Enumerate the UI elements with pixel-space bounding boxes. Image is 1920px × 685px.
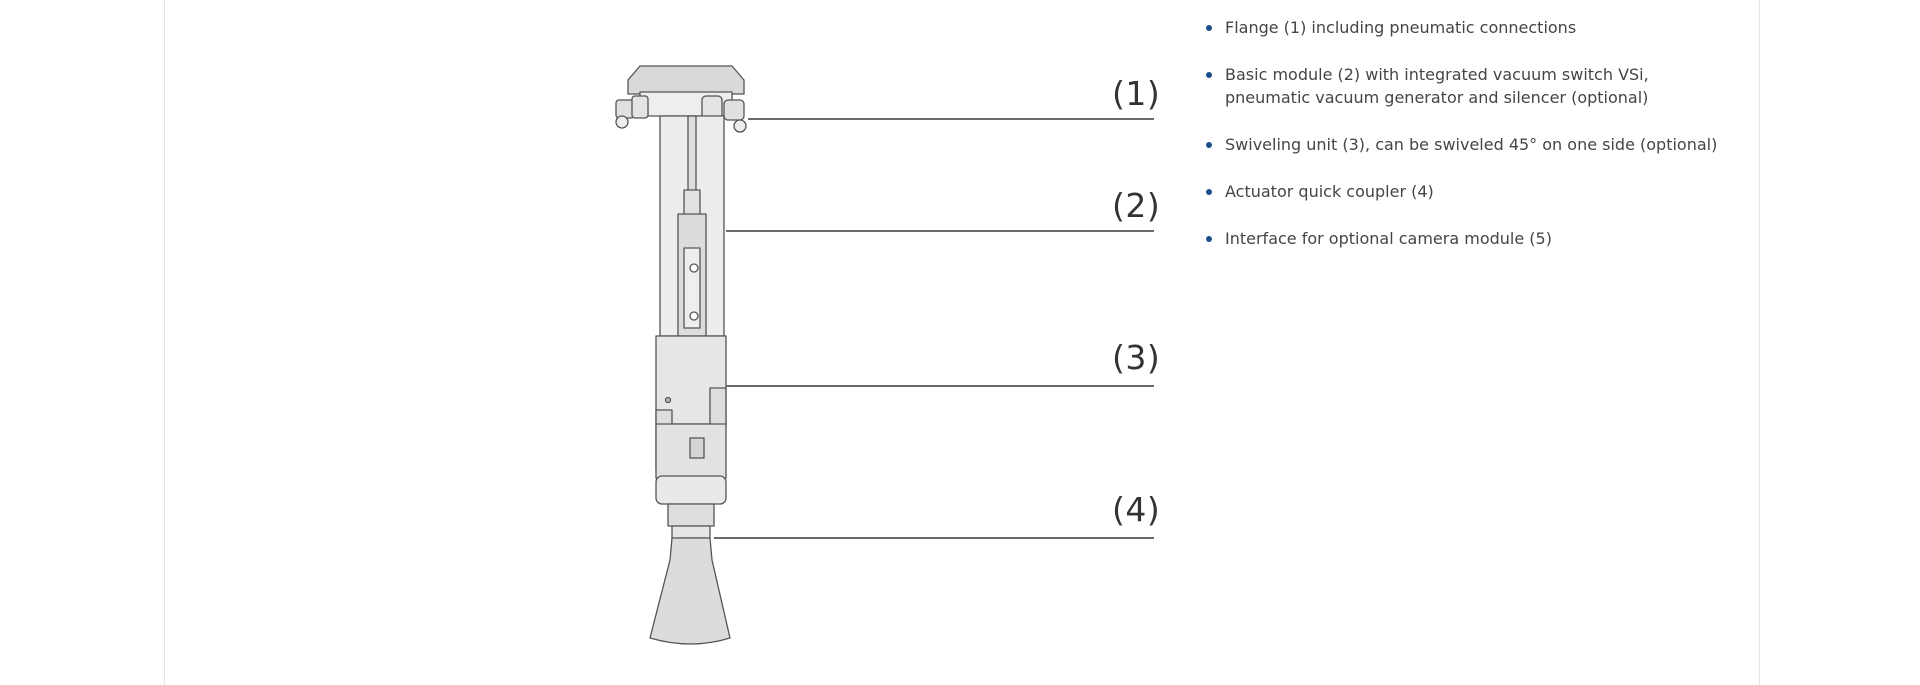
fitting-left-2 bbox=[631, 95, 649, 119]
list-item-text: Interface for optional camera module (5) bbox=[1225, 229, 1552, 248]
content-frame bbox=[164, 0, 1760, 685]
callout-4: (4) bbox=[1112, 490, 1161, 529]
callout-2: (2) bbox=[1112, 186, 1161, 225]
lower-collar bbox=[655, 475, 727, 505]
actuator-coupler bbox=[667, 503, 715, 527]
list-item-text: Swiveling unit (3), can be swiveled 45° … bbox=[1225, 135, 1718, 154]
list-item: Basic module (2) with integrated vacuum … bbox=[1206, 63, 1726, 109]
bullet-icon bbox=[1206, 236, 1212, 242]
fitting-right-2 bbox=[723, 99, 745, 121]
bullet-icon bbox=[1206, 189, 1212, 195]
feature-list: Flange (1) including pneumatic connectio… bbox=[1206, 16, 1726, 274]
bullet-icon bbox=[1206, 72, 1212, 78]
list-item: Flange (1) including pneumatic connectio… bbox=[1206, 16, 1726, 39]
list-item: Swiveling unit (3), can be swiveled 45° … bbox=[1206, 133, 1726, 156]
fitting-left bbox=[615, 99, 635, 119]
callout-3: (3) bbox=[1112, 338, 1161, 377]
list-item: Actuator quick coupler (4) bbox=[1206, 180, 1726, 203]
suction-cup bbox=[649, 537, 731, 645]
flange-top bbox=[627, 65, 745, 95]
callout-1: (1) bbox=[1112, 74, 1161, 113]
list-item-text: Flange (1) including pneumatic connectio… bbox=[1225, 18, 1577, 37]
bullet-icon bbox=[1206, 25, 1212, 31]
list-item: Interface for optional camera module (5) bbox=[1206, 227, 1726, 250]
bullet-icon bbox=[1206, 142, 1212, 148]
list-item-text: Actuator quick coupler (4) bbox=[1225, 182, 1434, 201]
list-item-text: Basic module (2) with integrated vacuum … bbox=[1225, 65, 1649, 107]
inner-rod bbox=[687, 115, 697, 197]
